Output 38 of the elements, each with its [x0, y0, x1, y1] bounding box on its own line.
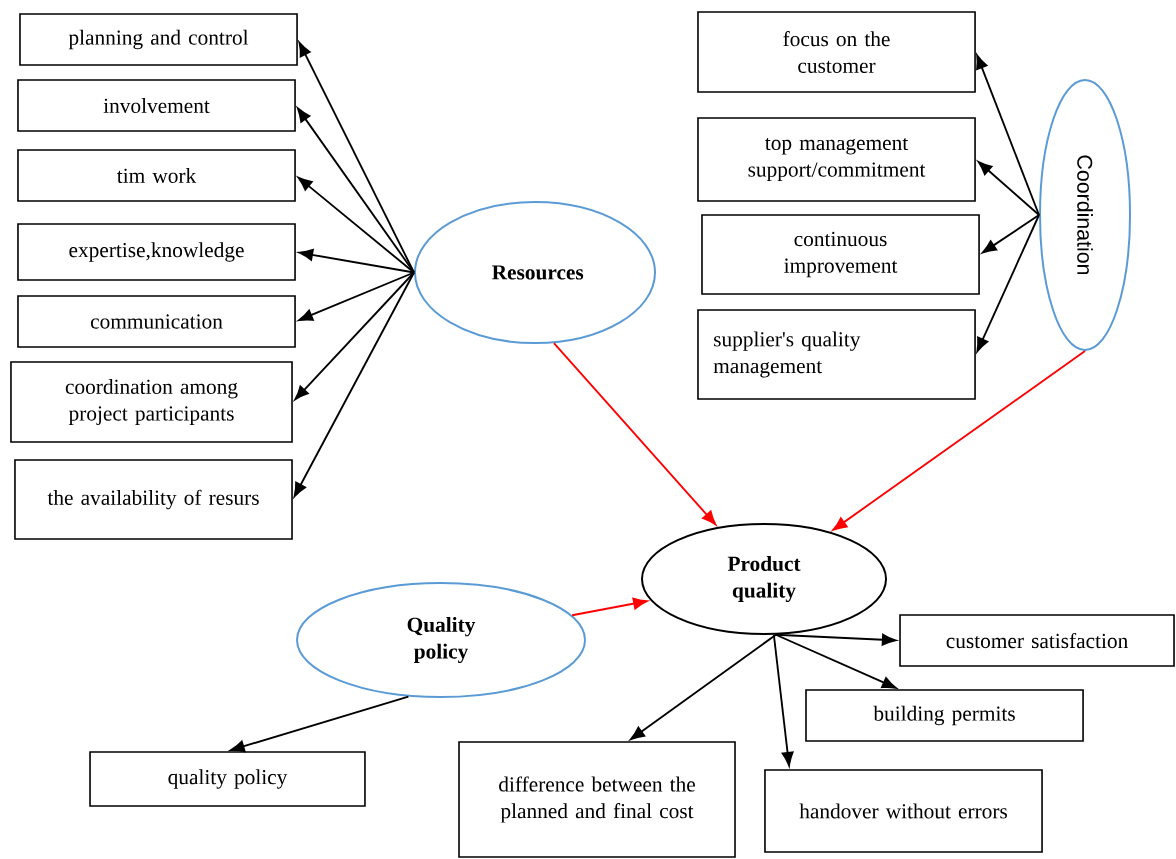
- arrow: [293, 271, 415, 498]
- arrow: [982, 214, 1040, 254]
- arrow: [976, 214, 1040, 352]
- text-box: expertise,knowledge: [17, 223, 296, 281]
- text-box: coordination among project participants: [10, 361, 293, 443]
- text-box: involvement: [17, 79, 296, 132]
- arrow: [553, 342, 717, 526]
- arrow: [297, 107, 415, 274]
- text-box: continuous improvement: [701, 214, 980, 295]
- text-box: customer satisfaction: [899, 614, 1175, 667]
- arrow: [297, 176, 415, 274]
- ellipse-node: Product quality: [641, 523, 887, 635]
- text-box: handover without errors: [764, 769, 1043, 853]
- arrow: [976, 54, 1040, 216]
- arrow: [571, 597, 648, 617]
- arrow: [630, 633, 777, 740]
- arrow: [298, 248, 415, 274]
- arrow: [230, 695, 410, 753]
- ellipse-node: Coordination: [1039, 79, 1131, 351]
- text-box: focus on the customer: [697, 11, 976, 93]
- arrow: [298, 271, 415, 321]
- text-box: tim work: [17, 149, 296, 202]
- text-box: quality policy: [89, 751, 366, 807]
- ellipse-node: Quality policy: [296, 582, 586, 698]
- arrow: [774, 633, 897, 689]
- text-box: planning and control: [19, 13, 298, 66]
- text-box: building permits: [805, 689, 1084, 742]
- text-box: top management support/commitment: [697, 117, 976, 202]
- text-box: the availability of resurs: [14, 459, 293, 540]
- arrow: [977, 161, 1040, 216]
- text-box: supplier's quality management: [697, 309, 976, 400]
- text-box: difference between the planned and final cost: [458, 741, 736, 858]
- ellipse-node: Resources: [414, 200, 656, 345]
- text-box: communication: [17, 295, 296, 348]
- arrow: [832, 350, 1086, 531]
- arrow: [298, 41, 415, 274]
- arrow: [772, 633, 794, 767]
- arrow: [294, 271, 415, 401]
